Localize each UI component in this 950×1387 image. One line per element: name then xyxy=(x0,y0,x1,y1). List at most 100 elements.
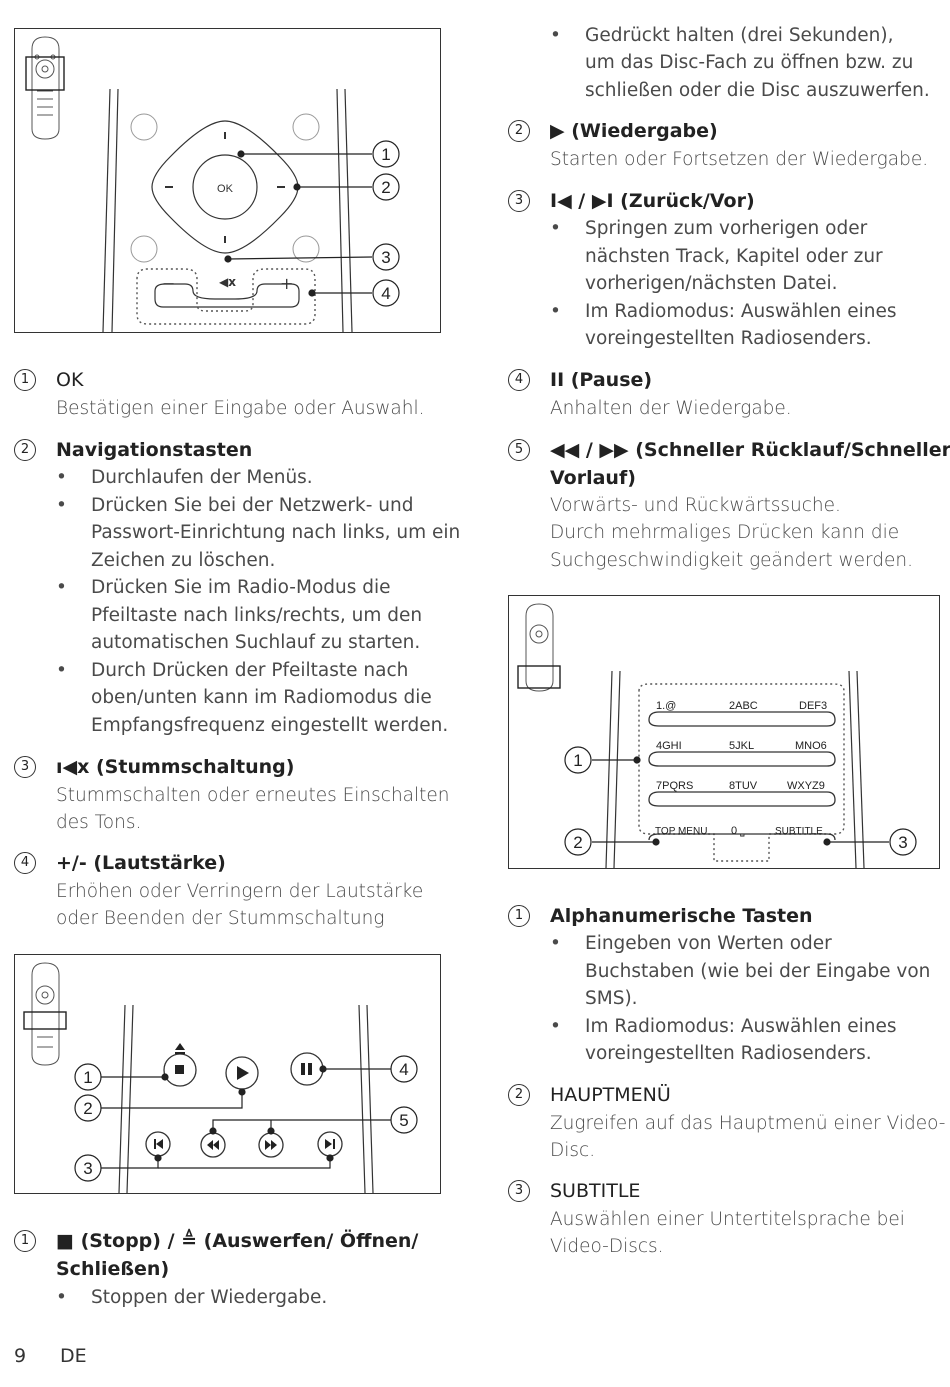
key-8: 8TUV xyxy=(729,780,758,792)
thumbnail-highlight xyxy=(23,1011,67,1030)
number-keys-illustration: 1.@ 2ABC DEF3 4GHI 5JKL MNO6 7PQRS 8TUV … xyxy=(517,603,917,868)
thumbnail-highlight xyxy=(517,665,561,689)
callout-2: 2 xyxy=(381,178,390,197)
item-title: OK xyxy=(56,369,84,391)
key-7: 7PQRS xyxy=(656,780,693,792)
bullet-continuation: voreingestellten Radiosenders. xyxy=(585,1043,872,1064)
stop-icon xyxy=(175,1065,184,1074)
ok-key-label: OK xyxy=(217,183,234,195)
remote-thumbnail xyxy=(31,962,60,1066)
bullet-continuation: Passwort-Einrichtung nach links, um ein xyxy=(91,522,461,543)
item-title: ■ (Stopp) / ≜ (Auswerfen/ Öffnen/ xyxy=(56,1230,419,1252)
key-5: 5JKL xyxy=(729,740,754,752)
item-title: I◀ / ▶I (Zurück/Vor) xyxy=(550,190,755,212)
navigation-illustration: OK ◀x − + 1 2 3 4 xyxy=(25,36,400,332)
item-text-line: des Tons. xyxy=(56,812,142,833)
callout-2: 2 xyxy=(83,1099,92,1118)
item-number: 1 xyxy=(14,1230,36,1252)
callout-5: 5 xyxy=(399,1111,408,1130)
item-text-line: Stummschalten oder erneutes Einschalten xyxy=(56,785,450,806)
key-0: 0 ⎵ xyxy=(731,825,745,837)
callout-2: 2 xyxy=(573,833,582,852)
callout-4: 4 xyxy=(381,284,390,303)
item-number: 4 xyxy=(508,369,530,391)
item-text-line: Bestätigen einer Eingabe oder Auswahl. xyxy=(56,398,425,419)
key-3: DEF3 xyxy=(799,700,827,712)
bullet-continuation: automatischen Suchlauf zu starten. xyxy=(91,632,421,653)
bullet-continuation: vorherigen/nächsten Datei. xyxy=(585,273,838,294)
subtitle-key: SUBTITLE xyxy=(775,826,823,837)
bullet-continuation: Empfangsfrequenz eingestellt werden. xyxy=(91,715,449,736)
pause-icon xyxy=(301,1063,305,1075)
item-number: 3 xyxy=(14,756,36,778)
bullet-continuation: voreingestellten Radiosenders. xyxy=(585,328,872,349)
item-number: 1 xyxy=(14,369,36,391)
key-6: MNO6 xyxy=(795,740,827,752)
key-9: WXYZ9 xyxy=(787,780,825,792)
item-text-line: Disc. xyxy=(550,1140,596,1161)
mute-icon: ◀x xyxy=(219,275,236,289)
item-number: 2 xyxy=(14,439,36,461)
item-number: 2 xyxy=(508,1084,530,1106)
fast-forward-icon xyxy=(265,1140,277,1150)
minus-label: − xyxy=(162,274,175,293)
play-icon xyxy=(237,1066,249,1080)
item-title: SUBTITLE xyxy=(550,1180,641,1202)
bullet-continuation: Pfeiltaste nach links/rechts, um den xyxy=(91,605,423,626)
callout-1: 1 xyxy=(381,145,390,164)
callout-3: 3 xyxy=(83,1159,92,1178)
figure-number-keys: 1.@ 2ABC DEF3 4GHI 5JKL MNO6 7PQRS 8TUV … xyxy=(508,595,940,869)
item-number: 3 xyxy=(508,1180,530,1202)
callout-3: 3 xyxy=(898,833,907,852)
page-number: 9 xyxy=(14,1345,27,1367)
item-text-line: Starten oder Fortsetzen der Wiedergabe. xyxy=(550,149,929,170)
playback-illustration: 1 2 3 4 5 xyxy=(23,962,418,1193)
eject-icon xyxy=(175,1043,185,1054)
item-title: HAUPTMENÜ xyxy=(550,1084,671,1106)
item-title: II (Pause) xyxy=(550,369,653,391)
bullet-continuation: nächsten Track, Kapitel oder zur xyxy=(585,246,883,267)
item-text-line: Vorwärts- und Rückwärtssuche. xyxy=(550,495,841,516)
callout-1: 1 xyxy=(573,751,582,770)
item-text-line: Anhalten der Wiedergabe. xyxy=(550,398,792,419)
bullet-continuation: oben/unten kann im Radiomodus die xyxy=(91,687,432,708)
item-text-line: Auswählen einer Untertitelsprache bei xyxy=(550,1209,905,1230)
key-4: 4GHI xyxy=(656,740,682,752)
item-number: 1 xyxy=(508,905,530,927)
key-2: 2ABC xyxy=(729,700,758,712)
item-title: ▶ (Wiedergabe) xyxy=(550,120,718,142)
item-text-line: Zugreifen auf das Hauptmenü einer Video- xyxy=(550,1113,946,1134)
language-code: DE xyxy=(60,1345,87,1367)
callout-1: 1 xyxy=(83,1068,92,1087)
item-text-line: Durch mehrmaliges Drücken kann die xyxy=(550,522,900,543)
item-title: ◀◀ / ▶▶ (Schneller Rücklauf/Schneller xyxy=(550,439,950,461)
item-text-line: Erhöhen oder Verringern der Lautstärke xyxy=(56,881,424,902)
item-number: 4 xyxy=(14,852,36,874)
next-icon xyxy=(325,1139,335,1149)
plus-label: + xyxy=(280,274,293,293)
item-text-line: Suchgeschwindigkeit geändert werden. xyxy=(550,550,914,571)
item-title: ı◀x (Stummschaltung) xyxy=(56,756,295,778)
figure-navigation-keys: OK ◀x − + 1 2 3 4 xyxy=(14,28,441,333)
item-number: 2 xyxy=(508,120,530,142)
item-text-line: Video-Discs. xyxy=(550,1236,664,1257)
previous-icon xyxy=(154,1139,163,1149)
bullet-continuation: SMS). xyxy=(585,988,638,1009)
item-title-continuation: Vorlauf) xyxy=(550,467,636,489)
mute-icon: ı◀x xyxy=(56,756,96,778)
item-title-continuation: Schließen) xyxy=(56,1258,170,1280)
remote-thumbnail xyxy=(31,36,60,140)
top-menu-key: TOP MENU xyxy=(655,826,707,837)
remote-thumbnail xyxy=(525,603,554,692)
bullet-continuation: Zeichen zu löschen. xyxy=(91,550,276,571)
rewind-icon xyxy=(207,1140,219,1150)
item-title: +/- (Lautstärke) xyxy=(56,852,226,874)
bullet-continuation: Buchstaben (wie bei der Eingabe von xyxy=(585,961,931,982)
item-title: Navigationstasten xyxy=(56,439,253,461)
item-title: Alphanumerische Tasten xyxy=(550,905,813,927)
item-text-line: oder Beenden der Stummschaltung xyxy=(56,908,385,929)
callout-4: 4 xyxy=(399,1060,408,1079)
thumbnail-highlight xyxy=(25,56,65,91)
figure-playback-keys: 1 2 3 4 5 xyxy=(14,954,441,1194)
key-1: 1.@ xyxy=(656,700,676,712)
